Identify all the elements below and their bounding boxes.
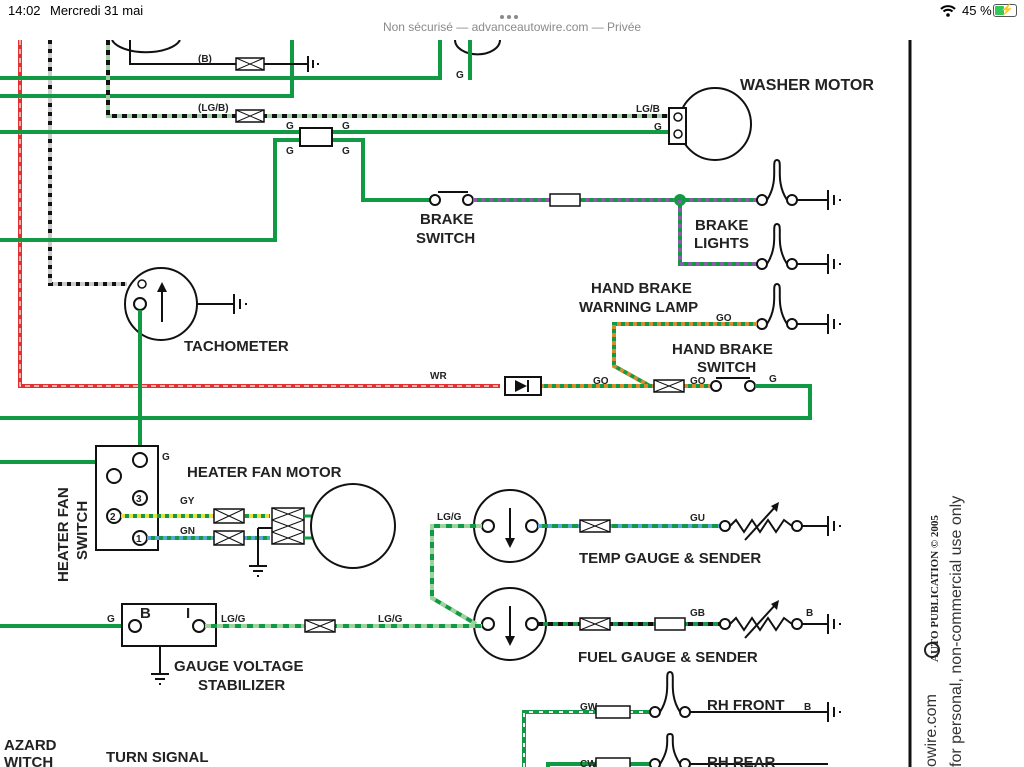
status-date: Mercredi 31 mai [50,3,144,18]
wire-tach-feed [48,40,127,286]
wire-label-gn: GN [180,526,195,537]
more-dots-icon[interactable] [500,6,524,19]
label-brake-lights-2: LIGHTS [694,235,749,252]
wire-label-gw: GW [580,702,598,713]
label-rh-rear: RH REAR [707,754,776,767]
label-brake-switch-1: BRAKE [420,211,473,228]
status-time: 14:02 [8,3,41,18]
label-hazard-1: AZARD [4,737,57,754]
rh-front-lamp [649,670,841,722]
switch-terminal-2: 2 [110,512,116,523]
label-hand-brake-lamp-2: WARNING LAMP [579,299,698,316]
wifi-icon [940,4,956,22]
battery-percent: 45 % [962,3,992,18]
wire-label-g-hb: G [769,374,777,385]
label-hazard-2: WITCH [4,754,53,767]
wire-label-b-front: B [804,702,811,713]
wire-label-cw: CW [580,759,597,767]
label-fuel-gauge: FUEL GAUGE & SENDER [578,649,758,666]
label-tachometer: TACHOMETER [184,338,289,355]
wire-label-g4: G [342,146,350,157]
switch-terminal-1: 1 [136,534,142,545]
label-brake-switch-2: SWITCH [416,230,475,247]
label-temp-gauge: TEMP GAUGE & SENDER [579,550,761,567]
battery-charging-icon: ⚡ [993,4,1017,17]
wire-label-lgg3: LG/G [378,614,403,625]
label-brake-lights-1: BRAKE [695,217,748,234]
wire-lgg-temp [430,524,482,626]
side-text-site: owire.com [923,694,940,767]
switch-terminal-3: 3 [136,494,142,505]
wire-label-g-fan: G [162,452,170,463]
label-hand-brake-switch-1: HAND BRAKE [672,341,773,358]
hand-brake-warning-lamp [756,282,841,334]
heater-fan-switch [95,445,159,551]
wire-label-b-fuel: B [806,608,813,619]
rh-rear-lamp [649,732,828,767]
brake-light-lower [756,222,841,274]
wire-label-lgg2: LG/G [221,614,246,625]
brake-light-upper [756,158,841,210]
hand-brake-switch-contact-a [710,380,722,392]
stabilizer-terminal-b: B [140,605,151,622]
label-stabilizer-2: STABILIZER [198,677,285,694]
wire-label-g-stab: G [107,614,115,625]
heater-fan-motor [310,483,396,569]
wire-green-4 [0,138,430,242]
wire-label-go1: GO [716,313,732,324]
wire-label-go2: GO [593,376,609,387]
washer-motor [678,87,752,161]
wire-label-lgg1: LG/G [437,512,462,523]
wire-label-g2: G [342,121,350,132]
label-turn-signal: TURN SIGNAL [106,749,209,766]
wire-green-2 [0,40,294,98]
address-bar[interactable]: Non sécurisé — advanceautowire.com — Pri… [382,20,642,34]
connector-junction [299,127,333,147]
wire-label-lgb: (LG/B) [198,103,229,114]
label-heater-fan-switch-1: HEATER FAN [55,487,72,582]
label-heater-fan-motor: HEATER FAN MOTOR [187,464,342,481]
label-hand-brake-switch-2: SWITCH [697,359,756,376]
wire-label-b: (B) [198,54,212,65]
side-text-publication: AUTO PUBLICATION © 2005 [929,515,941,662]
wire-label-wr: WR [430,371,447,382]
wire-label-gb: GB [690,608,705,619]
wire-label-g-top: G [456,70,464,81]
stabilizer-terminal-i: I [186,605,190,622]
label-heater-fan-switch-2: SWITCH [74,501,91,560]
label-washer-motor: WASHER MOTOR [740,77,874,94]
gauge-partial-left [111,40,181,54]
wire-label-g1: G [286,121,294,132]
wire-label-lgb-washer: LG/B [636,104,660,115]
publication-logo-icon [924,642,940,658]
hand-brake-switch-contact-b [744,380,756,392]
wire-label-g3: G [286,146,294,157]
label-stabilizer-1: GAUGE VOLTAGE [174,658,303,675]
label-rh-front: RH FRONT [707,697,785,714]
label-hand-brake-lamp-1: HAND BRAKE [591,280,692,297]
wire-label-gu: GU [690,513,705,524]
status-bar: 14:02 Mercredi 31 mai Non sécurisé — adv… [0,0,1024,40]
fuel-sender [719,600,841,639]
brake-switch-contact-b [462,194,474,206]
wire-label-gy: GY [180,496,195,507]
wire-g-hand-brake [0,384,812,420]
brake-switch-contact-a [429,194,441,206]
temp-sender [719,502,841,541]
wire-green-1 [0,40,442,80]
wire-label-go3: GO [690,376,706,387]
gauge-partial-right [454,40,501,56]
wire-label-g-washer: G [654,122,662,133]
side-text-personal: for personal, non-commercial use only [948,496,965,767]
